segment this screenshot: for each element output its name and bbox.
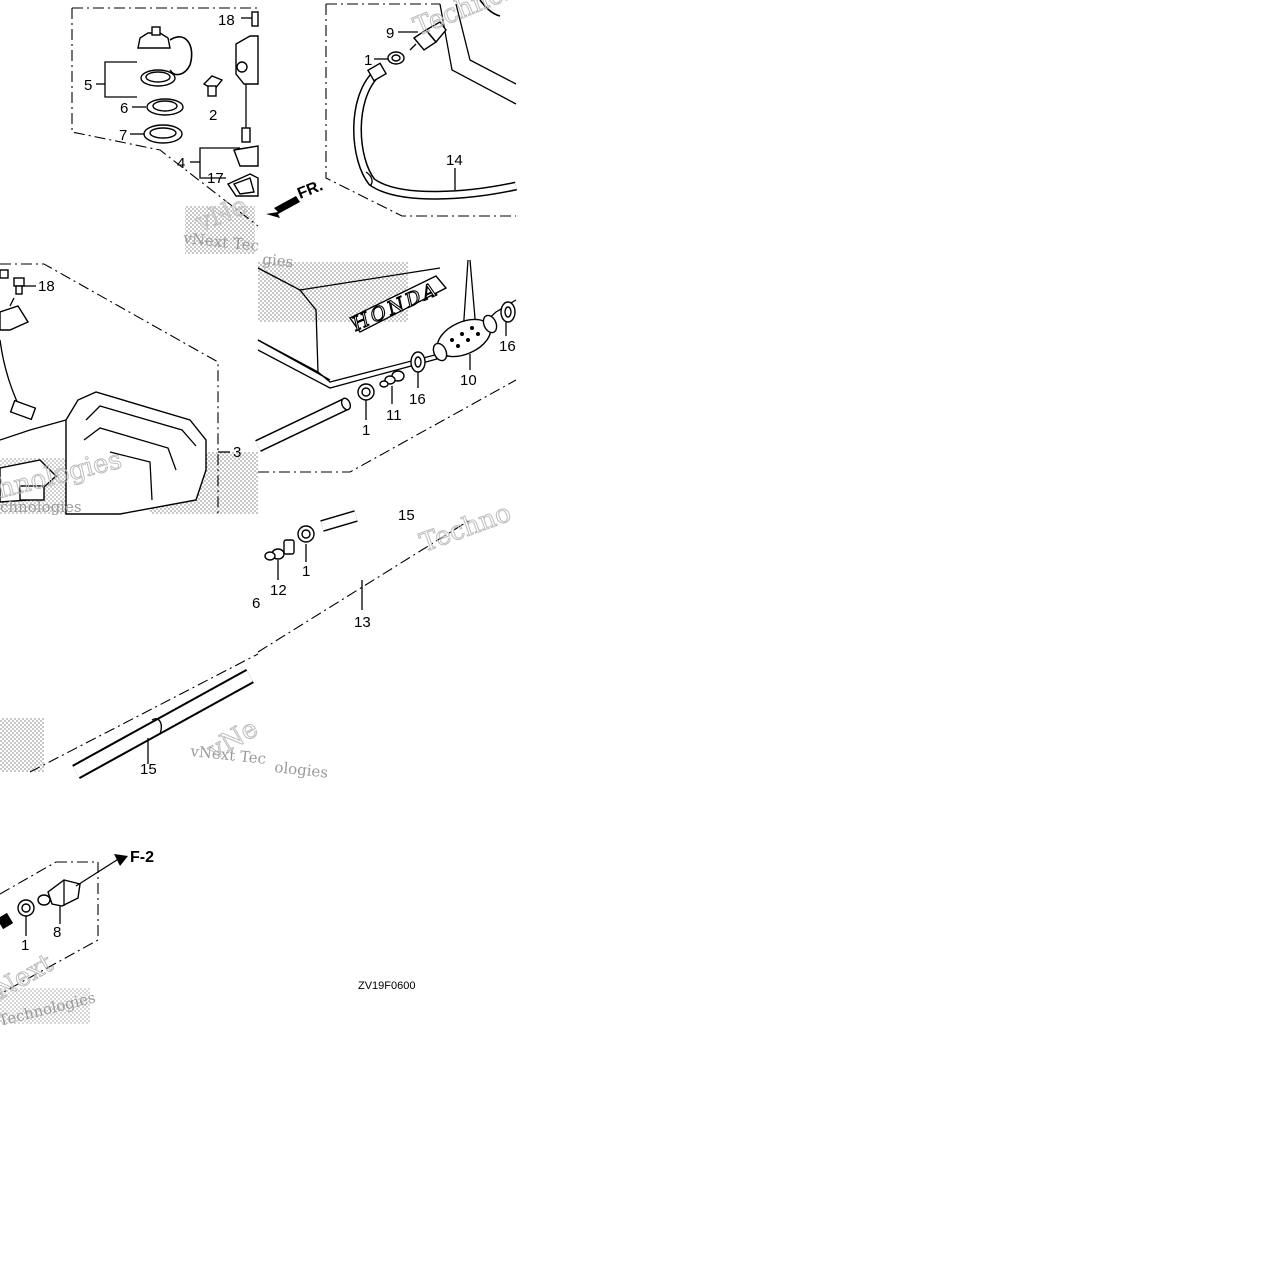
group-outline-hose <box>29 653 259 773</box>
quick-connector-part <box>37 879 81 907</box>
callout-11: 11 <box>386 407 402 424</box>
check-valve-part <box>410 351 426 373</box>
callout-14: 14 <box>446 152 463 169</box>
vent-hose-fill <box>354 71 517 199</box>
callout-10: 10 <box>460 372 477 389</box>
callout-18: 18 <box>38 278 55 295</box>
watermark-dot-patch <box>0 988 90 1024</box>
gasket-part <box>146 98 184 116</box>
front-direction-arrow <box>266 196 300 218</box>
arrow-head-F2 <box>114 854 128 866</box>
watermark-text: chnologies <box>0 498 82 516</box>
gauge-screw-part <box>0 269 25 295</box>
screw-part <box>251 11 259 27</box>
tile-fuel-tank: 18 3 chnologies hnologies <box>0 263 258 516</box>
plug-bolt-part <box>202 75 224 97</box>
tile-drawing-code: ZV19F0600 <box>358 980 415 992</box>
front-direction-label: FR. <box>295 177 325 202</box>
hose-joint-part <box>379 370 405 388</box>
leader-F2 <box>75 857 121 887</box>
vent-hose-part <box>353 70 517 200</box>
group-outline-tank <box>0 263 219 514</box>
callout-9: 9 <box>386 25 394 42</box>
tank-corner <box>479 0 501 17</box>
fuel-tank-part <box>0 391 207 515</box>
hose-clamp-part <box>297 525 315 543</box>
gauge-rod <box>0 339 19 405</box>
callout-17: 17 <box>207 170 224 187</box>
watermark-outline: Technolo <box>409 0 530 42</box>
hose-break-mark <box>365 171 373 187</box>
callout-6-partial: 6 <box>252 595 260 612</box>
callout-3: 3 <box>233 444 241 461</box>
drawing-code: ZV19F0600 <box>358 980 415 992</box>
hose-end <box>366 62 388 82</box>
tile-primer-bulb: HONDA <box>255 250 517 473</box>
callout-8: 8 <box>53 924 61 941</box>
callout-4: 4 <box>177 155 185 172</box>
callout-18: 18 <box>218 12 235 29</box>
vent-fitting-part <box>409 21 447 51</box>
callout-6: 6 <box>120 100 128 117</box>
callout-15: 15 <box>140 761 157 778</box>
bracket-4 <box>199 147 240 179</box>
group-outline-cap <box>71 8 259 227</box>
callout-1: 1 <box>21 937 29 954</box>
watermark-dot-patch <box>0 718 44 772</box>
tile-vent-hose: 9 1 14 Technolo <box>325 0 531 217</box>
bracket-5 <box>104 61 137 98</box>
tile-long-hose-left: 15 vNext Tec vNe <box>0 653 267 780</box>
tile-engine-connector: F-2 1 8 Next Technologies <box>0 849 154 1030</box>
gauge-plate-part <box>0 297 30 331</box>
tile-hose-connector: 15 12 1 13 6 Techno ologies <box>252 498 516 782</box>
fuel-line-fill <box>255 399 349 451</box>
tank-edge-line-inner <box>455 3 517 85</box>
reference-label-F2: F-2 <box>130 849 154 866</box>
callout-1: 1 <box>364 52 372 69</box>
callout-5: 5 <box>84 77 92 94</box>
group-outline-engine-conn-top <box>0 861 57 895</box>
group-outline-engine-conn <box>0 861 99 995</box>
callout-7: 7 <box>119 127 127 144</box>
hose-break-mark <box>151 718 162 735</box>
fuel-hose-fill <box>73 670 253 778</box>
callout-16: 16 <box>499 338 516 355</box>
gauge-float-part <box>9 399 37 421</box>
check-valve-part <box>500 301 516 323</box>
group-outline-vent <box>325 4 516 217</box>
filter-ring-part <box>143 124 183 144</box>
fuel-line-end <box>340 397 352 411</box>
callout-2: 2 <box>209 107 217 124</box>
primer-bulb-part <box>432 314 498 362</box>
callout-12: 12 <box>270 582 287 599</box>
callout-1: 1 <box>362 422 370 439</box>
hose-clamp-part <box>357 383 375 401</box>
fuel-gauge-part <box>226 35 259 197</box>
watermark-text: ologies <box>274 758 329 782</box>
hose-clamp-part <box>17 899 35 917</box>
connector-fitting-part <box>264 539 295 561</box>
fuel-hose-fill <box>320 511 358 531</box>
tank-edge-line <box>439 3 517 105</box>
callout-16: 16 <box>409 391 426 408</box>
hose-clamp-part <box>387 51 405 65</box>
watermark-outline: Techno <box>416 498 515 558</box>
fuel-hose-part <box>0 912 14 930</box>
callout-1: 1 <box>302 563 310 580</box>
callout-15: 15 <box>398 507 415 524</box>
fuel-cap-part <box>137 26 193 87</box>
watermark-text: gies <box>262 250 295 271</box>
tile-cap-assembly: FR. 18 5 6 7 2 4 17 vNext Tec vNe <box>71 7 325 255</box>
callout-13: 13 <box>354 614 371 631</box>
group-outline-bulb <box>258 379 517 473</box>
